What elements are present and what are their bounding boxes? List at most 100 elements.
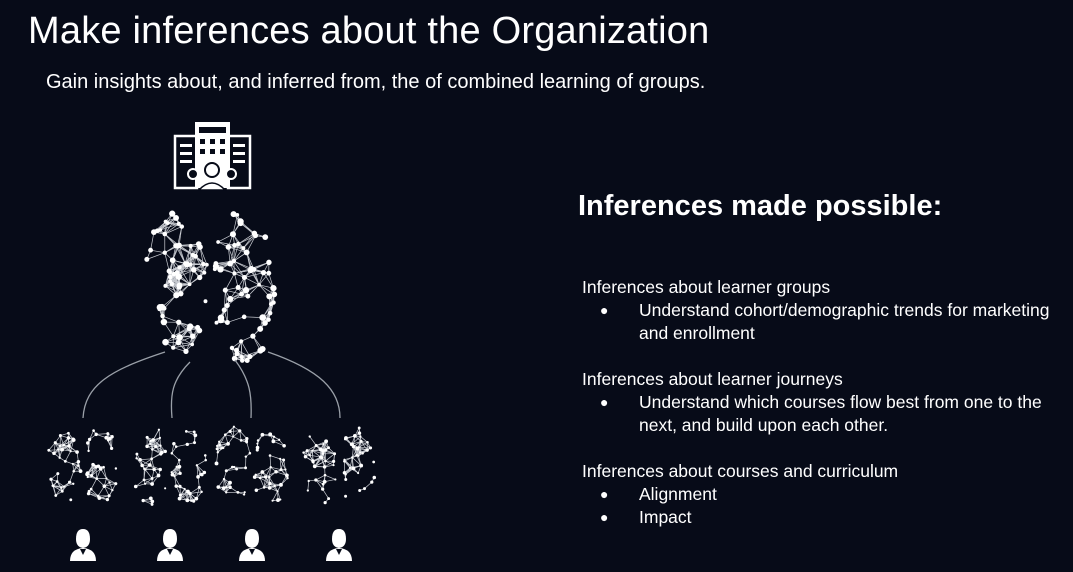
network-node (150, 477, 154, 480)
network-link (265, 471, 277, 478)
network-node (56, 472, 60, 476)
network-node (267, 475, 271, 479)
network-node (225, 485, 228, 489)
network-link (150, 437, 161, 445)
network-link (144, 469, 153, 479)
network-link (227, 316, 245, 323)
network-node (228, 485, 232, 490)
network-link (258, 284, 275, 295)
network-link (309, 454, 321, 458)
network-link (351, 446, 354, 458)
network-link (352, 457, 362, 466)
network-node (92, 429, 95, 432)
network-node (236, 491, 240, 494)
network-node (239, 291, 244, 297)
network-link (360, 436, 368, 443)
network-node (324, 448, 328, 452)
network-node (49, 477, 53, 481)
network-link (243, 235, 256, 249)
network-node (60, 486, 63, 489)
network-node (105, 497, 110, 502)
network-link (246, 235, 256, 253)
network-node (177, 464, 182, 469)
network-node (110, 435, 114, 439)
network-node (158, 303, 166, 311)
network-node (257, 347, 264, 354)
network-node (202, 270, 207, 275)
network-node (230, 465, 234, 469)
network-node (232, 242, 237, 248)
network-node (223, 433, 227, 437)
network-node (344, 494, 348, 498)
network-node (227, 295, 234, 303)
network-node (244, 466, 247, 470)
network-link (91, 464, 94, 476)
network-link (247, 284, 260, 297)
network-node (254, 473, 257, 476)
network-link (162, 315, 179, 323)
network-link (315, 479, 323, 490)
network-link (259, 477, 265, 488)
network-node (87, 449, 90, 453)
network-node (221, 486, 226, 491)
network-node (148, 247, 153, 253)
network-link (234, 466, 246, 469)
network-link (150, 249, 165, 254)
network-node (266, 293, 273, 300)
bullet-item: ●Impact (600, 507, 692, 527)
network-node (55, 480, 59, 483)
network-node (365, 448, 369, 452)
network-link (65, 451, 71, 462)
network-node (174, 243, 181, 249)
network-node (224, 319, 230, 325)
network-node (162, 338, 169, 346)
network-node (263, 475, 268, 479)
network-node (204, 458, 207, 462)
network-node (114, 467, 118, 470)
network-link (59, 437, 69, 447)
network-node (257, 282, 261, 287)
network-node (177, 265, 182, 270)
network-node (160, 450, 164, 455)
network-link (178, 322, 194, 337)
network-node (185, 498, 190, 503)
network-link (179, 243, 199, 246)
network-node (321, 482, 325, 486)
network-link (96, 433, 108, 435)
person-icons (70, 529, 352, 561)
network-node (150, 457, 154, 461)
network-link (164, 252, 170, 272)
network-link (229, 263, 245, 278)
network-node (243, 249, 250, 256)
network-node (213, 261, 219, 266)
network-node (193, 253, 198, 259)
network-node (285, 473, 289, 478)
network-node (169, 210, 176, 217)
network-node (234, 351, 240, 357)
network-node (215, 444, 219, 448)
network-node (175, 465, 178, 468)
network-brain-icon (144, 210, 278, 364)
network-node (138, 458, 142, 462)
network-node (268, 432, 273, 437)
inference-groups: Inferences about learner groups ●Underst… (582, 276, 1062, 552)
network-node (262, 234, 269, 241)
network-node (205, 262, 209, 267)
network-node (202, 470, 207, 475)
network-link (246, 442, 251, 454)
network-node (170, 451, 174, 455)
network-node (273, 484, 276, 488)
network-node (272, 435, 276, 439)
network-link (233, 260, 252, 269)
network-link (229, 245, 235, 264)
network-node (157, 428, 161, 431)
network-node (269, 466, 272, 469)
network-node (256, 442, 259, 445)
network-link (322, 488, 329, 499)
network-link (233, 260, 245, 278)
network-link (228, 246, 247, 253)
network-node (323, 501, 327, 505)
network-node (314, 443, 318, 448)
network-node (187, 282, 192, 287)
network-link (171, 446, 177, 454)
